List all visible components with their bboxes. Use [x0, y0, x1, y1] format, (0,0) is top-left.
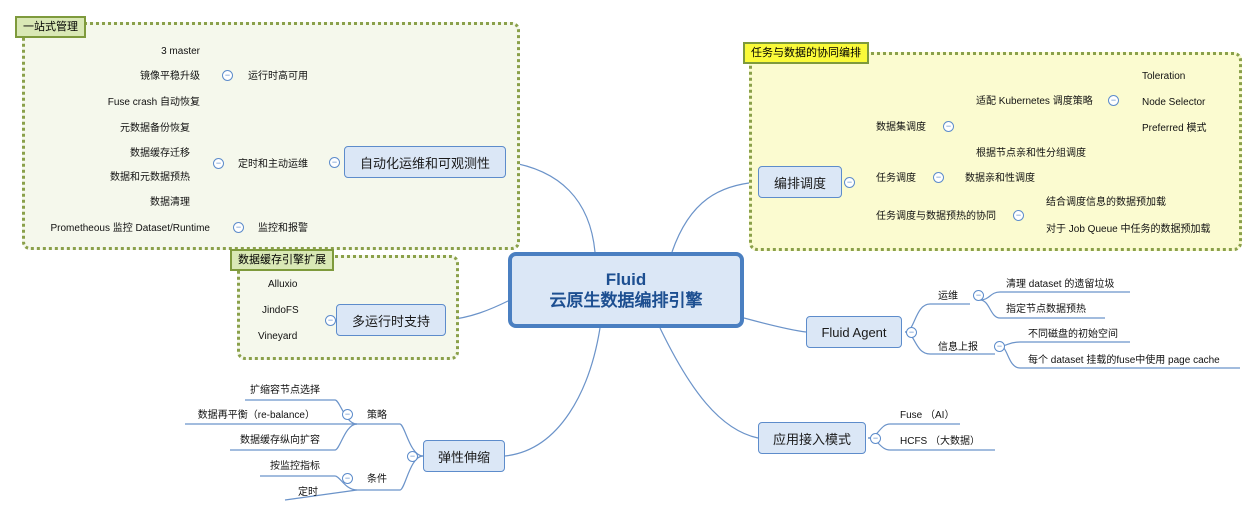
leaf-metadata-backup[interactable]: 元数据备份恢复 — [120, 123, 190, 134]
subtopic-agent-ops[interactable]: 运维 — [938, 291, 958, 302]
leaf-data-affinity[interactable]: 数据亲和性调度 — [965, 173, 1035, 184]
leaf-hcfs-bigdata[interactable]: HCFS （大数据） — [900, 436, 980, 447]
subtopic-scheduled-ops[interactable]: 定时和主动运维 — [238, 159, 308, 170]
subtopic-task-sched[interactable]: 任务调度 — [876, 173, 916, 184]
leaf-data-prefetch[interactable]: 数据和元数据预热 — [110, 172, 190, 183]
leaf-prefetch-with-sched[interactable]: 结合调度信息的数据预加载 — [1046, 197, 1166, 208]
collapse-toggle[interactable]: − — [342, 409, 353, 420]
collapse-toggle[interactable]: − — [329, 157, 340, 168]
collapse-toggle[interactable]: − — [844, 177, 855, 188]
collapse-toggle[interactable]: − — [1108, 95, 1119, 106]
subtopic-k8s-policy[interactable]: 适配 Kubernetes 调度策略 — [976, 96, 1093, 107]
collapse-toggle[interactable]: − — [233, 222, 244, 233]
subtopic-monitor[interactable]: 监控和报警 — [258, 223, 308, 234]
leaf-image-upgrade[interactable]: 镜像平稳升级 — [140, 71, 200, 82]
central-title: Fluid — [605, 270, 647, 289]
main-node-access[interactable]: 应用接入模式 — [758, 422, 866, 454]
leaf-alluxio[interactable]: Alluxio — [268, 279, 298, 290]
collapse-toggle[interactable]: − — [1013, 210, 1024, 221]
leaf-job-queue-prefetch[interactable]: 对于 Job Queue 中任务的数据预加载 — [1046, 224, 1211, 235]
leaf-page-cache[interactable]: 每个 dataset 挂载的fuse中使用 page cache — [1028, 355, 1220, 366]
leaf-node-selector[interactable]: Node Selector — [1142, 97, 1206, 108]
leaf-disk-space[interactable]: 不同磁盘的初始空间 — [1028, 329, 1118, 340]
subtopic-dataset-sched[interactable]: 数据集调度 — [876, 122, 926, 133]
group-label-coop: 任务与数据的协同编排 — [743, 42, 869, 64]
subtopic-runtime-ha[interactable]: 运行时高可用 — [248, 71, 308, 82]
subtopic-strategy[interactable]: 策略 — [367, 410, 387, 421]
main-node-auto-ops[interactable]: 自动化运维和可观测性 — [344, 146, 506, 178]
leaf-3-master[interactable]: 3 master — [161, 46, 200, 57]
leaf-jindofs[interactable]: JindoFS — [262, 305, 299, 316]
leaf-vertical-scale[interactable]: 数据缓存纵向扩容 — [240, 435, 320, 446]
collapse-toggle[interactable]: − — [973, 290, 984, 301]
collapse-toggle[interactable]: − — [407, 451, 418, 462]
subtopic-info-report[interactable]: 信息上报 — [938, 342, 978, 353]
collapse-toggle[interactable]: − — [870, 433, 881, 444]
leaf-prometheus[interactable]: Prometheous 监控 Dataset/Runtime — [50, 223, 210, 234]
main-node-elastic[interactable]: 弹性伸缩 — [423, 440, 505, 472]
collapse-toggle[interactable]: − — [342, 473, 353, 484]
subtopic-affinity-group[interactable]: 根据节点亲和性分组调度 — [976, 148, 1086, 159]
leaf-scheduled[interactable]: 定时 — [298, 487, 318, 498]
leaf-data-cleanup[interactable]: 数据清理 — [150, 197, 190, 208]
leaf-cleanup-dataset[interactable]: 清理 dataset 的遗留垃圾 — [1006, 279, 1115, 290]
leaf-node-prefetch[interactable]: 指定节点数据预热 — [1006, 304, 1086, 315]
leaf-by-metrics[interactable]: 按监控指标 — [270, 461, 320, 472]
group-box-coop — [749, 52, 1242, 251]
leaf-cache-migration[interactable]: 数据缓存迁移 — [130, 148, 190, 159]
leaf-node-selection[interactable]: 扩缩容节点选择 — [250, 385, 320, 396]
leaf-toleration[interactable]: Toleration — [1142, 71, 1186, 82]
leaf-fuse-ai[interactable]: Fuse （AI） — [900, 410, 955, 421]
group-label-one-stop: 一站式管理 — [15, 16, 86, 38]
collapse-toggle[interactable]: − — [222, 70, 233, 81]
group-box-one-stop — [22, 22, 520, 250]
group-label-cache-ext: 数据缓存引擎扩展 — [230, 249, 334, 271]
collapse-toggle[interactable]: − — [943, 121, 954, 132]
leaf-preferred-mode[interactable]: Preferred 模式 — [1142, 123, 1207, 134]
collapse-toggle[interactable]: − — [906, 327, 917, 338]
collapse-toggle[interactable]: − — [213, 158, 224, 169]
collapse-toggle[interactable]: − — [994, 341, 1005, 352]
collapse-toggle[interactable]: − — [933, 172, 944, 183]
leaf-vineyard[interactable]: Vineyard — [258, 331, 298, 342]
main-node-orchestration[interactable]: 编排调度 — [758, 166, 842, 198]
central-subtitle: 云原生数据编排引擎 — [549, 291, 703, 310]
main-node-fluid-agent[interactable]: Fluid Agent — [806, 316, 902, 348]
main-node-multi-runtime[interactable]: 多运行时支持 — [336, 304, 446, 336]
subtopic-condition[interactable]: 条件 — [367, 474, 387, 485]
subtopic-task-prefetch[interactable]: 任务调度与数据预热的协同 — [876, 211, 996, 222]
central-topic[interactable]: Fluid 云原生数据编排引擎 — [508, 252, 744, 328]
leaf-rebalance[interactable]: 数据再平衡（re-balance） — [197, 410, 315, 421]
collapse-toggle[interactable]: − — [325, 315, 336, 326]
leaf-fuse-recovery[interactable]: Fuse crash 自动恢复 — [107, 97, 200, 108]
